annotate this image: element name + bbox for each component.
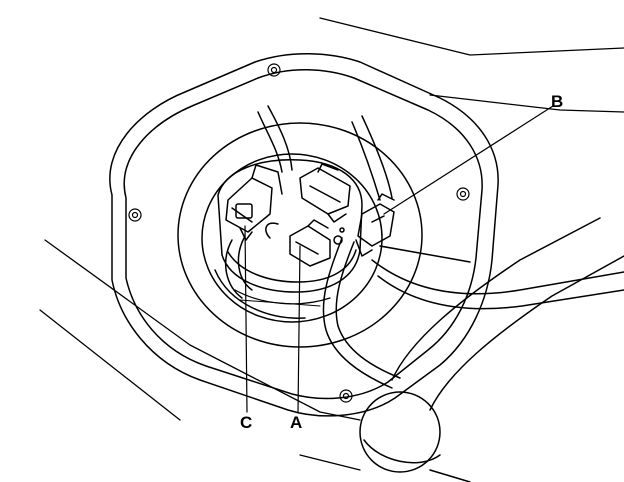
leader-line-b bbox=[383, 105, 554, 215]
wire-harnesses bbox=[224, 105, 393, 299]
callout-label-a: A bbox=[290, 413, 303, 432]
fuel-hose bbox=[322, 237, 624, 389]
callout-label-c: C bbox=[240, 413, 253, 432]
connector-a bbox=[265, 219, 345, 267]
fuel-pump-flange bbox=[217, 159, 363, 307]
screw-top bbox=[267, 63, 281, 77]
upper-connector bbox=[299, 163, 351, 223]
screw-left bbox=[128, 208, 142, 222]
screw-right bbox=[456, 187, 470, 201]
access-panel bbox=[109, 53, 499, 417]
leader-line-a bbox=[297, 245, 301, 413]
panel-screws bbox=[128, 63, 470, 403]
service-hole bbox=[177, 122, 423, 348]
screw-bottom bbox=[339, 389, 353, 403]
leader-line-c bbox=[244, 225, 248, 413]
connector-c bbox=[225, 164, 283, 241]
body-panel-lines bbox=[39, 17, 624, 471]
filler-tube bbox=[359, 217, 624, 482]
leader-lines bbox=[244, 105, 554, 413]
callout-label-b: B bbox=[551, 92, 564, 111]
